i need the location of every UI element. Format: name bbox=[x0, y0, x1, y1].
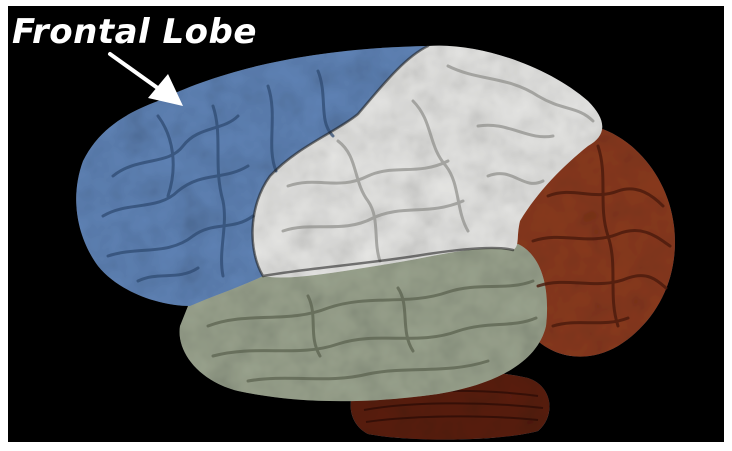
arrow-icon bbox=[110, 54, 183, 106]
brain-image-panel: Frontal Lobe bbox=[8, 6, 724, 442]
brain-illustration bbox=[8, 6, 724, 442]
frontal-lobe-label: Frontal Lobe bbox=[12, 12, 257, 52]
